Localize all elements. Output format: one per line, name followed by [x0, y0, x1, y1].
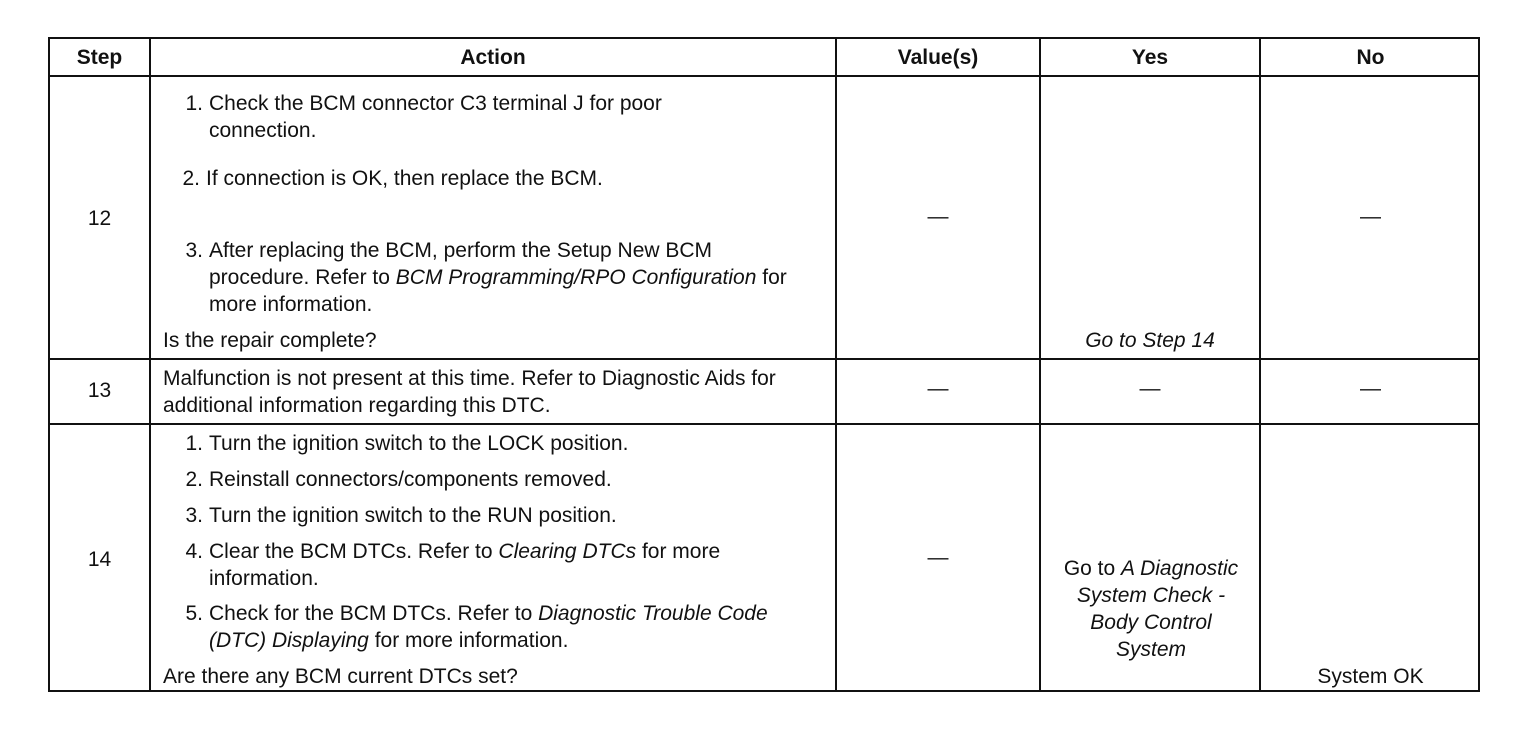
header-no: No	[1356, 45, 1385, 69]
yes-cell: Go to Step 14	[1085, 329, 1215, 352]
list-number: 5.	[185, 602, 203, 625]
header-step: Step	[76, 45, 123, 69]
list-text: Check the BCM connector C3 terminal J fo…	[209, 92, 662, 142]
list-number: 2.	[185, 468, 203, 491]
list-text: Reinstall connectors/components removed.	[209, 468, 612, 491]
header-yes: Yes	[1131, 45, 1169, 69]
col-divider	[149, 39, 151, 690]
col-divider	[1259, 39, 1261, 690]
header-action: Action	[460, 45, 526, 69]
header-values: Value(s)	[897, 45, 979, 69]
step-number: 12	[87, 207, 112, 230]
list-text: Turn the ignition switch to the RUN posi…	[209, 504, 617, 527]
list-text: If connection is OK, then replace the BC…	[206, 167, 603, 190]
yes-cell: —	[1139, 377, 1161, 400]
list-text: Check for the BCM DTCs. Refer to Diagnos…	[209, 602, 768, 652]
row-divider	[50, 75, 1478, 77]
list-number: 1.	[185, 92, 203, 115]
step-number: 14	[87, 548, 112, 571]
value-cell: —	[927, 546, 949, 569]
col-divider	[835, 39, 837, 690]
reference-link: A Diagnostic System Check - Body Control…	[1076, 557, 1239, 661]
reference-link: Clearing DTCs	[498, 540, 637, 563]
reference-link: BCM Programming/RPO Configuration	[395, 266, 757, 289]
list-text: Clear the BCM DTCs. Refer to Clearing DT…	[209, 540, 721, 590]
step-question: Is the repair complete?	[163, 329, 377, 352]
row-divider	[50, 423, 1478, 425]
row-divider	[50, 358, 1478, 360]
list-number: 4.	[185, 540, 203, 563]
list-number: 2.	[182, 167, 200, 190]
list-text: Turn the ignition switch to the LOCK pos…	[209, 432, 629, 455]
list-number: 1.	[185, 432, 203, 455]
step-text: Malfunction is not present at this time.…	[163, 367, 776, 417]
step-question: Are there any BCM current DTCs set?	[163, 665, 518, 688]
no-cell: —	[1360, 377, 1381, 400]
diagnostic-table: Step Action Value(s) Yes No 12 1. Check …	[48, 37, 1480, 692]
no-cell: System OK	[1317, 665, 1424, 688]
reference-link: Diagnostic Trouble Code (DTC) Displaying	[209, 602, 768, 652]
no-cell: —	[1360, 205, 1381, 228]
yes-cell: Go to A Diagnostic System Check - Body C…	[1063, 557, 1239, 661]
step-number: 13	[87, 379, 112, 402]
list-number: 3.	[185, 504, 203, 527]
list-number: 3.	[185, 239, 203, 262]
value-cell: —	[927, 205, 949, 228]
col-divider	[1039, 39, 1041, 690]
value-cell: —	[927, 377, 949, 400]
list-text: After replacing the BCM, perform the Set…	[209, 239, 787, 316]
